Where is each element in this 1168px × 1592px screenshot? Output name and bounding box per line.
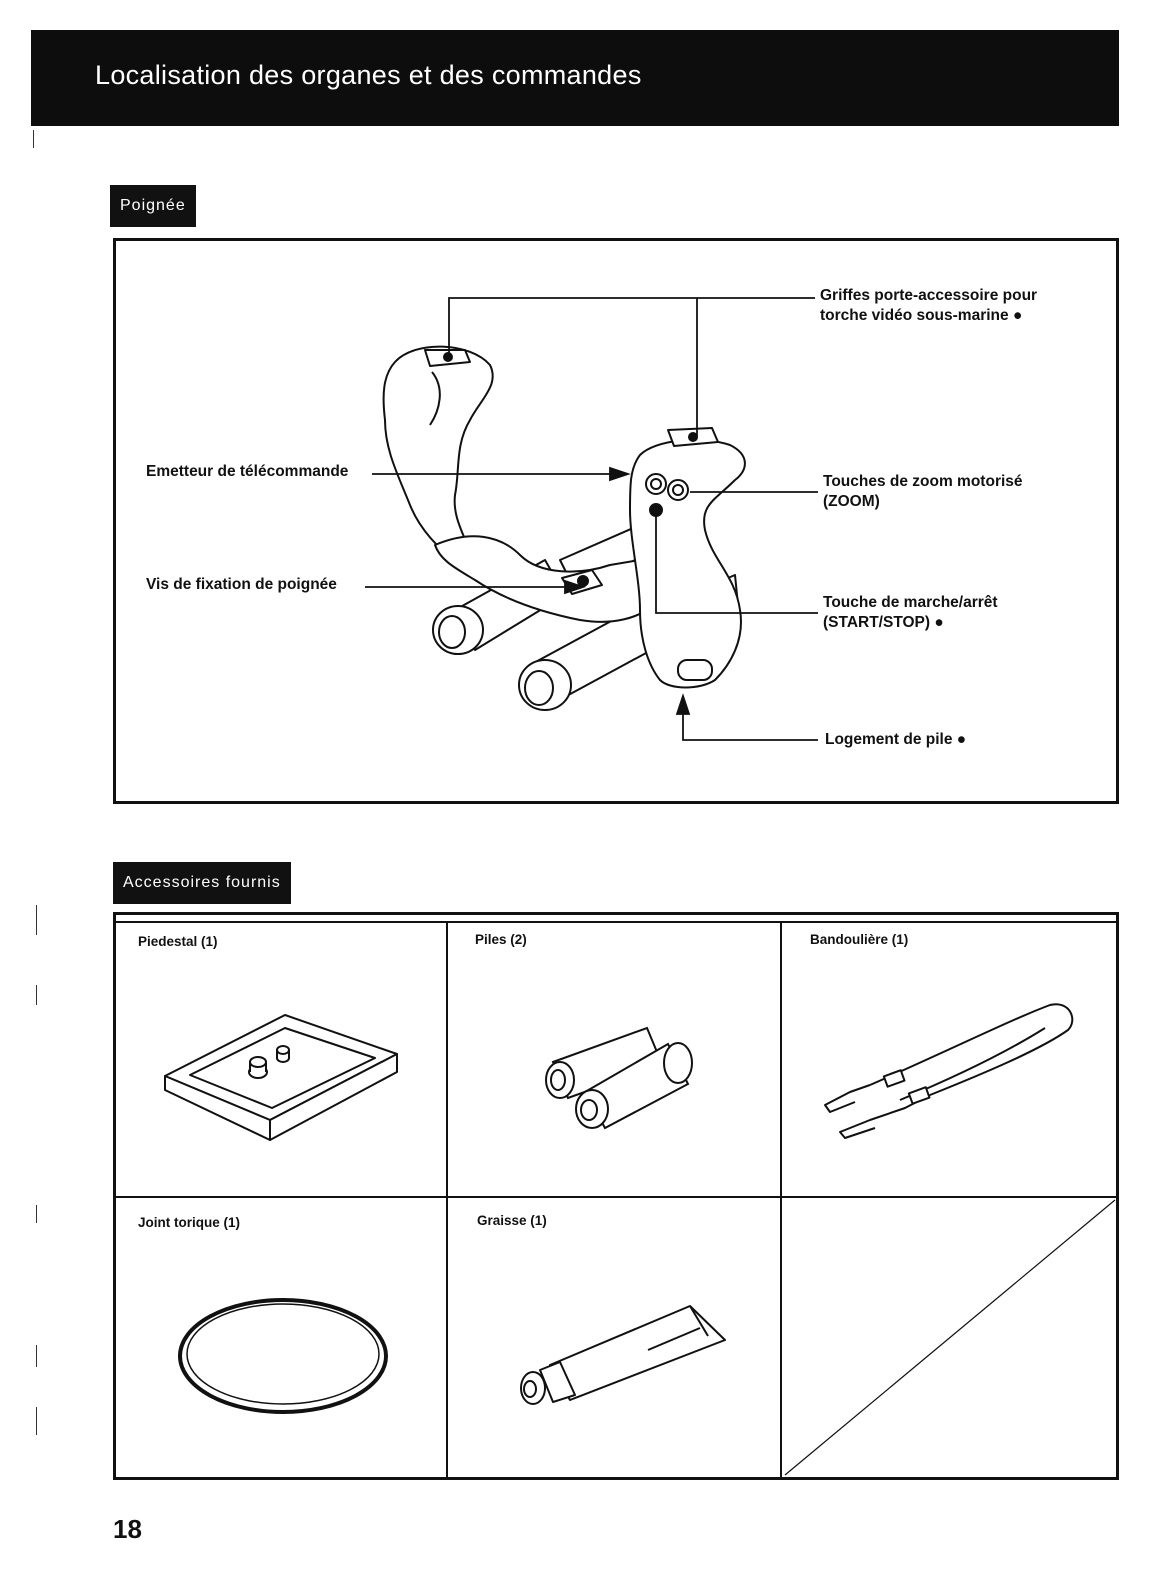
callout-start-stop-line1: Touche de marche/arrêt <box>823 594 998 611</box>
o-ring-icon <box>178 1298 388 1414</box>
callout-start-stop: Touche de marche/arrêt (START/STOP) ● <box>823 593 998 633</box>
accessory-label-grease: Graisse (1) <box>477 1213 547 1228</box>
accessory-label-strap: Bandoulière (1) <box>810 932 909 947</box>
shoulder-strap-icon <box>824 1003 1074 1139</box>
margin-mark <box>36 1345 37 1367</box>
margin-mark <box>33 130 34 148</box>
page-title: Localisation des organes et des commande… <box>95 60 642 90</box>
section-tag-handle: Poignée <box>110 185 196 227</box>
margin-mark <box>36 1205 37 1223</box>
callout-zoom-line1: Touches de zoom motorisé <box>823 473 1023 490</box>
margin-mark <box>36 905 37 935</box>
handle-diagram-frame <box>113 238 1119 804</box>
accessory-label-pedestal: Piedestal (1) <box>138 934 218 949</box>
base-plate-icon <box>434 535 661 623</box>
callout-fixing-screw: Vis de fixation de poignée <box>146 576 337 593</box>
callout-start-stop-line2: (START/STOP) ● <box>823 614 944 631</box>
grease-tube-icon <box>520 1305 726 1405</box>
batteries-icon <box>545 1026 693 1130</box>
page-number: 18 <box>113 1514 142 1544</box>
section-tag-accessories: Accessoires fournis <box>113 862 291 904</box>
callout-battery-compartment: Logement de pile ● <box>825 731 967 748</box>
callout-accessory-shoes-line1: Griffes porte-accessoire pour <box>820 287 1038 304</box>
pedestal-plate-icon <box>164 1014 398 1141</box>
header-banner <box>31 30 1119 126</box>
callout-accessory-shoes-line2: torche vidéo sous-marine ● <box>820 307 1023 324</box>
margin-mark <box>36 1407 37 1435</box>
accessories-grid-frame <box>113 912 1119 1480</box>
accessory-label-batteries: Piles (2) <box>475 932 527 947</box>
callout-zoom-keys: Touches de zoom motorisé (ZOOM) <box>823 472 1023 512</box>
callout-accessory-shoes: Griffes porte-accessoire pour torche vid… <box>820 286 1037 326</box>
left-grip-icon <box>382 345 494 561</box>
callout-zoom-line2: (ZOOM) <box>823 493 880 510</box>
margin-mark <box>36 985 37 1005</box>
accessory-label-o-ring: Joint torique (1) <box>138 1215 240 1230</box>
callout-remote-emitter: Emetteur de télécommande <box>146 463 349 480</box>
